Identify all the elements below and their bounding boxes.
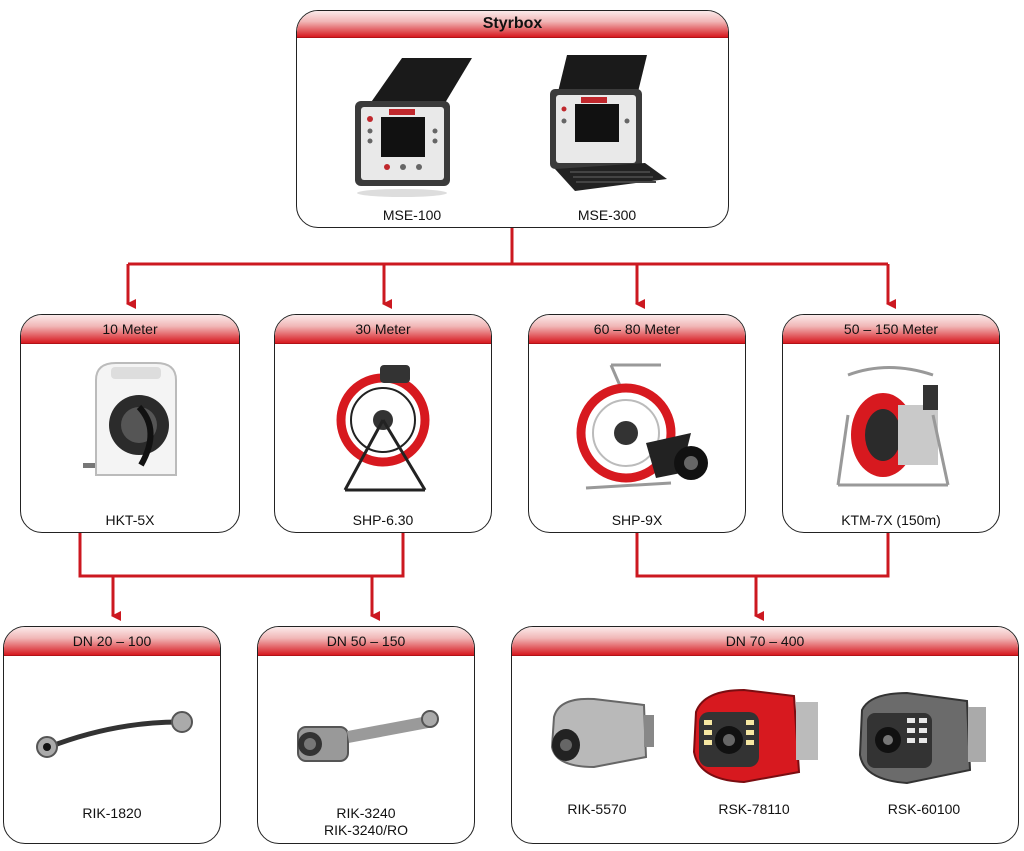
box-60-80-meter: 60 – 80 Meter SHP-9X <box>528 314 746 533</box>
box-dn-20-100-title: DN 20 – 100 <box>4 627 220 656</box>
shp-6-30-image <box>336 365 430 492</box>
box-50-150-meter-title: 50 – 150 Meter <box>783 315 999 344</box>
rik-1820-image <box>36 711 193 758</box>
rsk-60100-image <box>858 691 986 785</box>
box-60-80-meter-title: 60 – 80 Meter <box>529 315 745 344</box>
hkt-5x-image <box>83 362 177 476</box>
ktm-7x-image <box>836 366 950 487</box>
box-dn-70-400: DN 70 – 400 RIK-5570 RSK-78110 RSK-60100 <box>511 626 1019 844</box>
mse-100-label: MSE-100 <box>382 207 442 223</box>
rik-3240-ro-label: RIK-3240/RO <box>323 822 409 838</box>
shp-9x-image <box>576 363 708 490</box>
rik-1820-label: RIK-1820 <box>82 805 142 821</box>
box-50-150-meter: 50 – 150 Meter KTM-7X (150m) <box>782 314 1000 533</box>
connector-right-bus <box>635 533 890 578</box>
box-10-meter-title: 10 Meter <box>21 315 239 344</box>
box-30-meter-title: 30 Meter <box>275 315 491 344</box>
mse-300-label: MSE-300 <box>577 207 637 223</box>
box-10-meter: 10 Meter HKT-5X <box>20 314 240 533</box>
rsk-78110-label: RSK-78110 <box>718 801 790 817</box>
ktm-7x-label: KTM-7X (150m) <box>841 512 941 528</box>
hkt-5x-label: HKT-5X <box>105 512 155 528</box>
shp-6-30-label: SHP-6.30 <box>352 512 414 528</box>
rik-3240-label: RIK-3240 <box>336 805 396 821</box>
styrbox-box: Styrbox MSE-100 MSE-300 <box>296 10 729 228</box>
box-dn-50-150-title: DN 50 – 150 <box>258 627 474 656</box>
styrbox-title: Styrbox <box>297 11 728 38</box>
rsk-60100-label: RSK-60100 <box>887 801 961 817</box>
rik-3240-image <box>297 710 439 762</box>
mse-300-image <box>550 55 667 191</box>
box-dn-20-100: DN 20 – 100 RIK-1820 <box>3 626 221 844</box>
rsk-78110-image <box>692 688 818 784</box>
shp-9x-label: SHP-9X <box>611 512 663 528</box>
connector-left-bus <box>78 533 405 578</box>
box-dn-50-150: DN 50 – 150 RIK-3240 RIK-3240/RO <box>257 626 475 844</box>
box-dn-70-400-title: DN 70 – 400 <box>512 627 1018 656</box>
rik-5570-label: RIK-5570 <box>567 801 627 817</box>
box-30-meter: 30 Meter SHP-6.30 <box>274 314 492 533</box>
rik-5570-image <box>550 697 654 769</box>
mse-100-image <box>355 58 472 197</box>
